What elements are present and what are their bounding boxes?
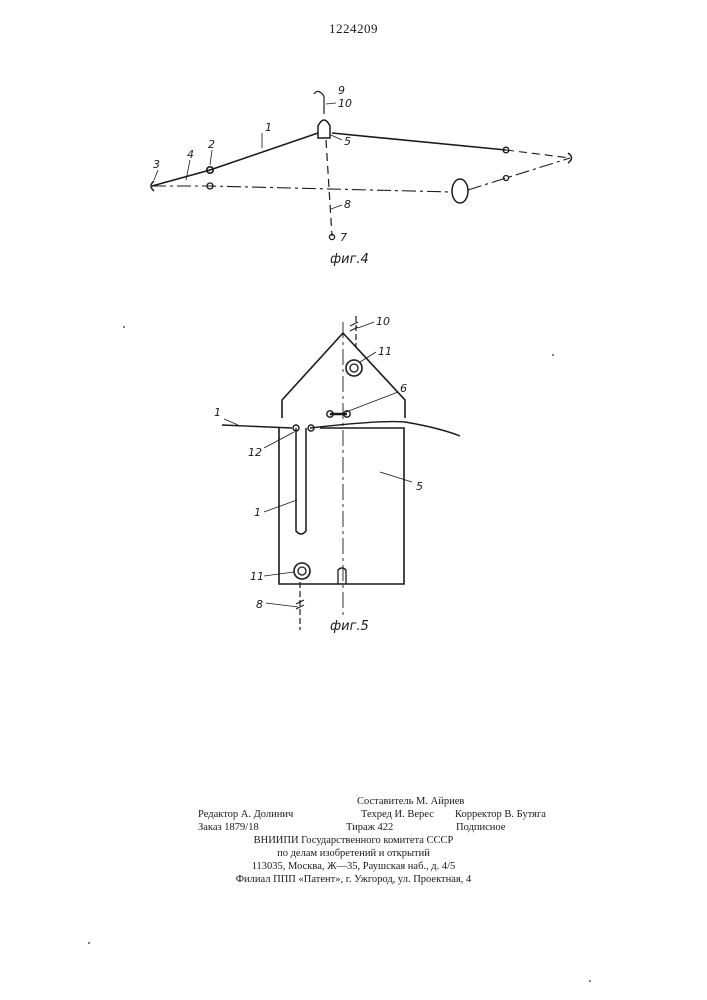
fig5-cable-10-tick-a: [350, 322, 358, 326]
fig5-label-11-upper: 11: [378, 345, 392, 358]
fig5-label-1-slot: 1: [254, 506, 261, 519]
fig5-line-left: [222, 425, 292, 428]
imprint-subscription: Подписное: [456, 821, 505, 834]
scan-speck: [552, 354, 554, 356]
fig5-caption: фиг.5: [330, 619, 369, 634]
fig4-caption: фиг.4: [330, 252, 369, 267]
imprint-corrector: Корректор В. Бутяга: [455, 808, 546, 821]
imprint-editor: Редактор А. Долинич: [198, 808, 293, 821]
imprint-compiler: Составитель М. Айриев: [357, 795, 464, 808]
fig4-leader-5: [331, 135, 342, 140]
fig4-label-5: 5: [344, 135, 351, 148]
patent-drawing: 1 2 3 4 5 7 8 9 10 фиг.4: [0, 0, 707, 700]
fig5-label-8: 8: [256, 598, 263, 611]
fig5-ring-11-lower-outer: [294, 563, 310, 579]
imprint-order: Заказ 1879/18: [198, 821, 259, 834]
fig4-label-3: 3: [153, 158, 160, 171]
fig5-ring-11-upper-outer: [346, 360, 362, 376]
imprint-org-line1: ВНИИПИ Государственного комитета СССР: [0, 834, 707, 847]
fig5-ring-11-upper-inner: [350, 364, 358, 372]
imprint-org-line2: по делам изобретений и открытий: [0, 847, 707, 860]
fig5-label-11-lower: 11: [250, 570, 264, 583]
figure-5-labels: 10 11 6 1 12 1 5 11 8 фиг.5: [214, 315, 423, 634]
fig5-label-6: 6: [400, 382, 407, 395]
scan-speck: [589, 980, 591, 982]
fig4-vertical-dashed: [326, 140, 332, 236]
fig4-label-4: 4: [187, 148, 194, 161]
fig5-lower-body: [279, 428, 404, 584]
fig5-cable-10-tick-b: [350, 327, 358, 331]
imprint-block: Составитель М. Айриев Редактор А. Долини…: [0, 795, 707, 886]
fig5-leader-1-left: [224, 419, 238, 425]
fig4-solid-line-left: [152, 133, 318, 186]
fig5-vertical-slot: [296, 428, 306, 534]
fig4-leader-10: [326, 103, 336, 104]
imprint-branch: Филиал ППП «Патент», г. Ужгород, ул. Про…: [0, 873, 707, 886]
fig5-bottom-slot: [338, 568, 346, 584]
scan-speck: [88, 942, 90, 944]
fig4-label-2: 2: [208, 138, 215, 151]
fig4-label-7: 7: [340, 231, 347, 244]
fig4-float: [452, 179, 468, 203]
fig4-dashdot-right-lower: [468, 158, 570, 190]
fig4-dashdot-lower: [152, 186, 452, 192]
fig4-boat: [318, 120, 330, 138]
fig5-label-10: 10: [376, 315, 390, 328]
fig4-hook-9: [314, 91, 324, 96]
fig5-leader-1-slot: [264, 500, 297, 512]
fig4-leader-4: [186, 160, 190, 180]
figure-4-labels: 1 2 3 4 5 7 8 9 10 фиг.4: [153, 84, 369, 267]
fig5-leader-6: [346, 392, 398, 412]
fig5-leader-10: [358, 322, 374, 328]
fig4-label-10: 10: [338, 97, 352, 110]
fig4-leader-8: [331, 205, 342, 209]
fig4-leader-3: [154, 170, 158, 180]
fig4-label-8: 8: [344, 198, 351, 211]
fig4-label-9: 9: [338, 84, 345, 97]
fig4-leader-2: [210, 150, 212, 165]
fig5-leader-5: [380, 472, 412, 482]
scan-speck: [123, 326, 125, 328]
fig4-solid-line-right: [332, 133, 506, 150]
fig5-label-5: 5: [416, 480, 423, 493]
fig4-dashed-right-upper: [506, 150, 570, 158]
fig5-ring-11-lower-inner: [298, 567, 306, 575]
figure-4: [151, 91, 572, 239]
fig4-label-1: 1: [265, 121, 272, 134]
fig5-label-1-left: 1: [214, 406, 221, 419]
fig5-leader-8: [266, 603, 298, 607]
fig5-label-12: 12: [248, 446, 262, 459]
imprint-techred: Техред И. Верес: [361, 808, 434, 821]
imprint-circulation: Тираж 422: [346, 821, 393, 834]
imprint-address: 113035, Москва, Ж—35, Раушская наб., д. …: [0, 860, 707, 873]
